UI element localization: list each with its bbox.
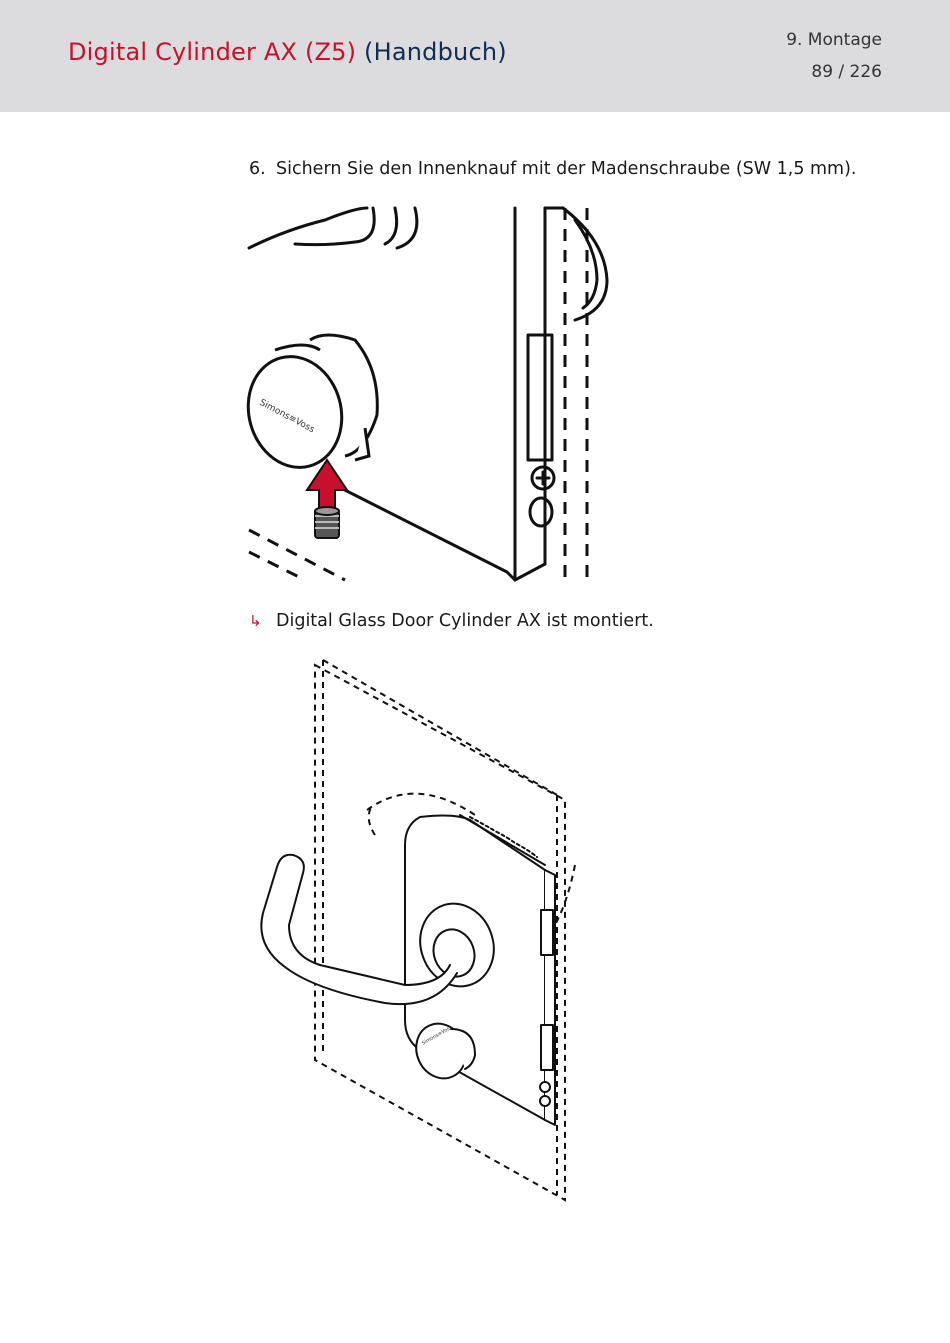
upward-arrow-icon [305, 458, 349, 513]
document-title-product: Digital Cylinder AX (Z5) [68, 38, 357, 66]
page-number: 89 / 226 [811, 62, 882, 82]
result-arrow-icon: ↳ [249, 612, 262, 630]
mounted-lock-illustration: Simons≡Voss [260, 659, 576, 1202]
result-line: ↳ Digital Glass Door Cylinder AX ist mont… [249, 611, 654, 631]
page-header: Digital Cylinder AX (Z5) (Handbuch) 9. M… [0, 0, 950, 112]
step-number: 6. [249, 159, 266, 179]
set-screw-icon [314, 506, 340, 539]
step-text: Sichern Sie den Innenknauf mit der Maden… [276, 159, 857, 179]
chapter-label: 9. Montage [786, 30, 882, 50]
document-title: Digital Cylinder AX (Z5) (Handbuch) [68, 38, 507, 66]
document-title-type: (Handbuch) [364, 38, 507, 66]
result-text: Digital Glass Door Cylinder AX ist monti… [276, 611, 654, 631]
instruction-step: 6. Sichern Sie den Innenknauf mit der Mad… [249, 159, 857, 179]
set-screw-illustration: Simons≡Voss [246, 206, 609, 582]
